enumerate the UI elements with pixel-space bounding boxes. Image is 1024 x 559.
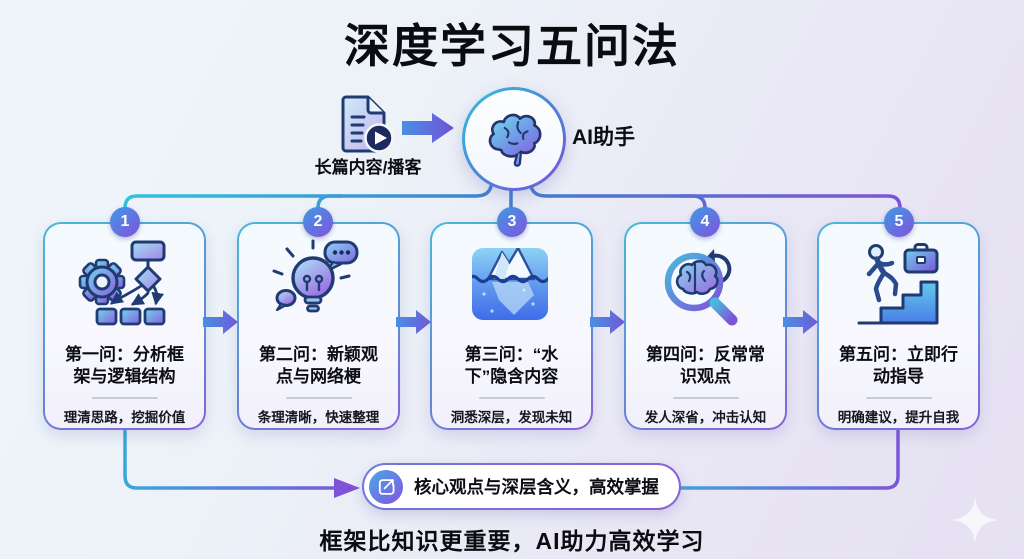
brain-icon [488, 113, 542, 167]
divider [865, 396, 932, 399]
step-subtitle: 理清思路，挖掘价值 [63, 409, 186, 425]
step-card-3: 第三问：“水下”隐含内容 洞悉深层，发现未知 [430, 222, 593, 430]
step-arrow-icon [202, 309, 240, 340]
page-title: 深度学习五问法 [344, 20, 680, 72]
step-number-badge: 2 [303, 207, 333, 237]
document-play-icon [333, 92, 399, 163]
step-card-4: 第四问：反常常识观点 发人深省，冲击认知 [624, 222, 787, 430]
ai-assistant-label: AI助手 [572, 126, 635, 149]
step-subtitle: 明确建议，提升自我 [837, 409, 960, 425]
magnifier-brain-icon [664, 249, 737, 326]
step-number-badge: 5 [884, 207, 914, 237]
step-subtitle: 洞悉深层，发现未知 [450, 409, 573, 425]
step-card-5: 第五问：立即行动指导 明确建议，提升自我 [817, 222, 980, 430]
footer-text: 框架比知识更重要，AI助力高效学习 [319, 528, 705, 554]
step-title: 第五问：立即行动指导 [839, 345, 958, 387]
step-title: 第四问：反常常识观点 [646, 345, 765, 387]
step-arrow-icon [782, 309, 820, 340]
step-arrow-icon [589, 309, 627, 340]
source-label: 长篇内容/播客 [314, 158, 422, 177]
step-title: 第三问：“水下”隐含内容 [464, 345, 559, 387]
iceberg-icon [471, 248, 548, 320]
divider [91, 396, 158, 399]
step-card-1: 第一问：分析框架与逻辑结构 理清思路，挖掘价值 [43, 222, 206, 430]
step-arrow-icon [395, 309, 433, 340]
climb-stairs-icon [857, 243, 938, 325]
sparkle-icon [952, 497, 998, 548]
divider [478, 396, 545, 399]
step-title: 第一问：分析框架与逻辑结构 [65, 345, 184, 387]
step-number-badge: 1 [110, 207, 140, 237]
divider [672, 396, 739, 399]
lightbulb-ideas-icon [272, 239, 358, 313]
divider [285, 396, 352, 399]
ai-avatar [462, 87, 566, 191]
step-number-badge: 4 [690, 207, 720, 237]
gear-flowchart-icon [78, 240, 165, 326]
summary-pill: 核心观点与深层含义，高效掌握 [362, 463, 681, 510]
step-subtitle: 发人深省，冲击认知 [644, 409, 767, 425]
step-number-badge: 3 [497, 207, 527, 237]
flow-arrow-icon [401, 110, 457, 151]
summary-label: 核心观点与深层含义，高效掌握 [414, 477, 659, 497]
step-subtitle: 条理清晰，快速整理 [257, 409, 380, 425]
export-trend-icon [369, 469, 403, 504]
step-card-2: 第二问：新颖观点与网络梗 条理清晰，快速整理 [237, 222, 400, 430]
step-title: 第二问：新颖观点与网络梗 [259, 345, 378, 387]
